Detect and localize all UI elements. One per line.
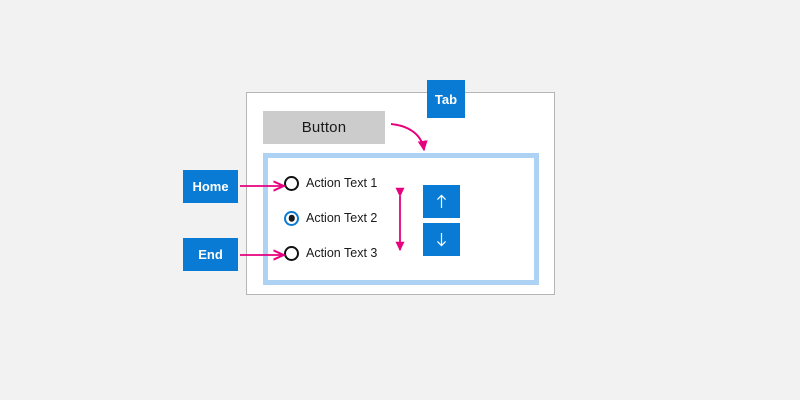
- spinner-buttons: [423, 185, 460, 256]
- radio-option-2[interactable]: Action Text 2: [284, 209, 414, 227]
- radio-option-3[interactable]: Action Text 3: [284, 244, 414, 262]
- arrow-down-icon: [436, 233, 447, 247]
- radio-option-3-label: Action Text 3: [306, 246, 378, 260]
- button-control[interactable]: Button: [263, 111, 385, 144]
- radio-option-2-label: Action Text 2: [306, 211, 378, 225]
- move-down-button[interactable]: [423, 223, 460, 256]
- radio-option-1-label: Action Text 1: [306, 176, 378, 190]
- key-badge-home: Home: [183, 170, 238, 203]
- arrow-up-icon: [436, 194, 447, 208]
- move-up-button[interactable]: [423, 185, 460, 218]
- radio-selected-icon[interactable]: [284, 210, 299, 226]
- key-badge-end: End: [183, 238, 238, 271]
- key-badge-tab: Tab: [427, 80, 465, 118]
- radio-group: Action Text 1 Action Text 2 Action Text …: [284, 174, 414, 262]
- radio-option-1[interactable]: Action Text 1: [284, 174, 414, 192]
- radio-unselected-icon[interactable]: [284, 175, 299, 191]
- radio-unselected-icon[interactable]: [284, 245, 299, 261]
